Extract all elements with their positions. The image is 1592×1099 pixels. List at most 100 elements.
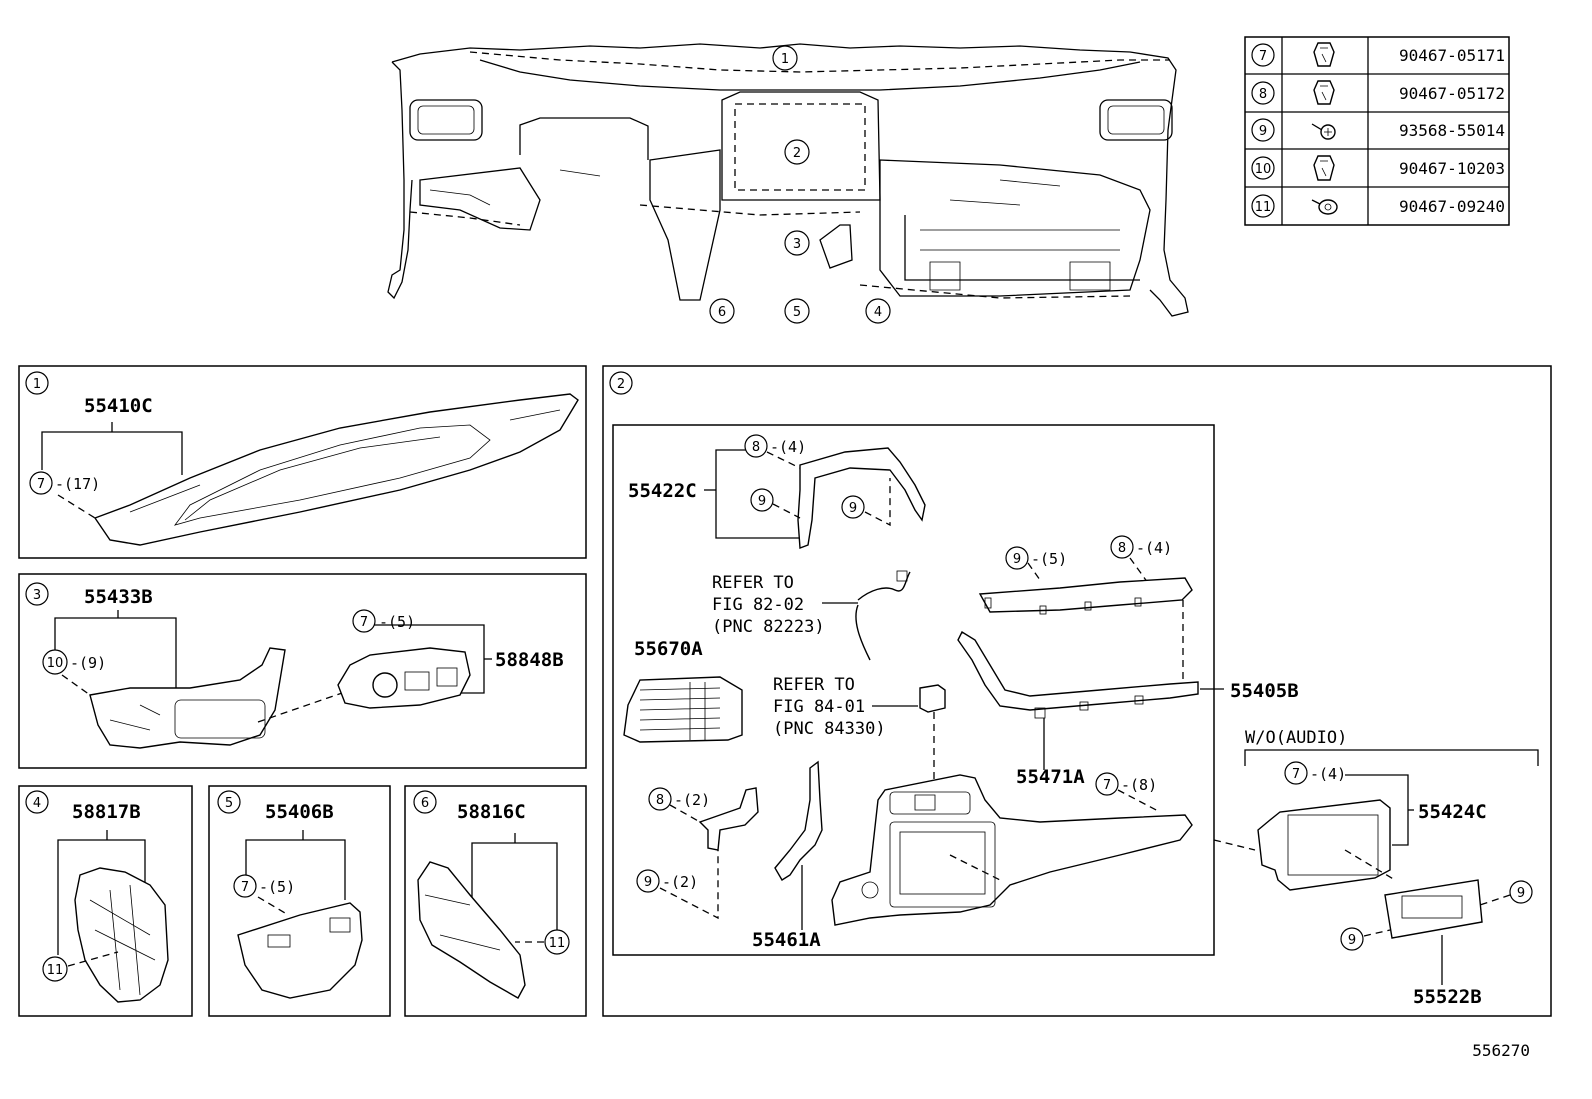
svg-text:90467-09240: 90467-09240 <box>1399 197 1505 216</box>
svg-text:9: 9 <box>849 501 857 516</box>
svg-text:5: 5 <box>225 796 233 811</box>
refer-fig-84-01: REFER TO FIG 84-01 (PNC 84330) <box>773 675 946 800</box>
overview-callout-2: 2 <box>784 139 810 165</box>
svg-text:9: 9 <box>1348 933 1356 948</box>
svg-text:2: 2 <box>617 377 625 392</box>
svg-text:-(4): -(4) <box>770 438 806 456</box>
part-label-55406B: 55406B <box>265 801 334 823</box>
svg-text:-(5): -(5) <box>259 878 295 896</box>
fastener-row-8: 8 90467-05172 <box>1251 80 1505 105</box>
svg-text:REFER TO: REFER TO <box>712 573 794 593</box>
air-vent <box>623 676 743 743</box>
panel-6: 6 58816C 11 <box>404 785 587 1017</box>
fastener-row-9: 9 93568-55014 <box>1251 118 1505 142</box>
svg-text:6: 6 <box>421 796 429 811</box>
svg-text:-(5): -(5) <box>1031 550 1067 568</box>
fastener-row-11: 11 90467-09240 <box>1251 194 1505 218</box>
svg-text:4: 4 <box>874 305 882 320</box>
group-small-bracket: 8 -(2) 9 -(2) <box>636 787 759 920</box>
svg-text:3: 3 <box>793 237 801 252</box>
svg-text:9: 9 <box>758 494 766 509</box>
panel-3: 3 55433B 10 -(9) 7 -(5) 58848B <box>18 573 587 769</box>
svg-text:5: 5 <box>793 305 801 320</box>
overview-callout-6: 6 <box>709 298 735 324</box>
svg-text:-(2): -(2) <box>662 873 698 891</box>
switch-module <box>919 684 946 713</box>
svg-text:8: 8 <box>752 440 760 455</box>
svg-text:7: 7 <box>1259 49 1267 64</box>
svg-text:2: 2 <box>793 146 801 161</box>
svg-text:90467-05171: 90467-05171 <box>1399 46 1505 65</box>
svg-text:7: 7 <box>360 615 368 630</box>
overview-callout-4: 4 <box>865 298 891 324</box>
svg-text:7: 7 <box>1292 767 1300 782</box>
svg-text:8: 8 <box>1118 541 1126 556</box>
part-label-55422C: 55422C <box>628 480 697 502</box>
svg-text:11: 11 <box>1255 200 1272 215</box>
part-label-55405B: 55405B <box>1230 680 1299 702</box>
panel-5: 5 55406B 7 -(5) <box>208 785 391 1017</box>
group-55461A: 55461A <box>752 760 823 951</box>
center-cluster-panel: 7 -(8) <box>831 772 1193 926</box>
fastener-table <box>1244 36 1510 226</box>
svg-text:-(9): -(9) <box>70 654 106 672</box>
lower-cover-right <box>417 861 526 999</box>
trim-strip <box>774 760 823 881</box>
diagram-id: 556270 <box>1472 1041 1530 1060</box>
panel-4: 4 58817B 11 <box>18 785 193 1017</box>
svg-text:W/O(AUDIO): W/O(AUDIO) <box>1245 728 1347 748</box>
lower-center-cover <box>237 902 363 999</box>
svg-text:FIG 82-02: FIG 82-02 <box>712 595 804 615</box>
svg-text:4: 4 <box>33 796 41 811</box>
switch-base <box>337 647 471 709</box>
svg-text:9: 9 <box>1259 124 1267 139</box>
fastener-row-10: 10 90467-10203 <box>1251 155 1505 181</box>
svg-text:93568-55014: 93568-55014 <box>1399 121 1505 140</box>
svg-text:7: 7 <box>37 477 45 492</box>
blank-plate <box>1384 879 1483 939</box>
svg-text:90467-05172: 90467-05172 <box>1399 84 1505 103</box>
center-bracket <box>797 447 926 549</box>
panel-2: 2 8 -(4) 55422C 9 9 REFER TO FIG 82-02 (… <box>602 365 1552 1017</box>
part-label-55471A: 55471A <box>1016 766 1085 788</box>
svg-text:10: 10 <box>1255 162 1272 177</box>
overview-callout-5: 5 <box>784 298 810 324</box>
svg-text:1: 1 <box>33 377 41 392</box>
part-label-55670A: 55670A <box>634 638 703 660</box>
lower-cover-left <box>74 867 169 1003</box>
svg-text:7: 7 <box>1103 778 1111 793</box>
lower-panel-garnish <box>89 647 286 749</box>
svg-text:7: 7 <box>241 880 249 895</box>
overview-callout-3: 3 <box>784 230 810 256</box>
lower-center-bracket <box>957 631 1199 711</box>
svg-text:8: 8 <box>656 793 664 808</box>
dash-garnish-upper <box>93 393 579 546</box>
part-label-55424C: 55424C <box>1418 801 1487 823</box>
svg-text:8: 8 <box>1259 87 1267 102</box>
wire-harness <box>855 571 911 661</box>
wo-audio-section: W/O(AUDIO) 7 -(4) 55424C 9 9 55522B <box>1213 728 1539 1008</box>
svg-text:1: 1 <box>781 52 789 67</box>
part-label-58817B: 58817B <box>72 801 141 823</box>
part-label-55433B: 55433B <box>84 586 153 608</box>
panel-1: 1 55410C 7 -(17) <box>18 365 587 559</box>
part-label-55410C: 55410C <box>84 395 153 417</box>
svg-text:REFER TO: REFER TO <box>773 675 855 695</box>
svg-text:11: 11 <box>549 936 566 951</box>
part-label-55522B: 55522B <box>1413 986 1482 1008</box>
fastener-row-7: 7 90467-05171 <box>1251 42 1505 67</box>
svg-text:-(4): -(4) <box>1310 765 1346 783</box>
svg-text:-(17): -(17) <box>55 475 100 493</box>
audio-panel <box>1257 799 1391 891</box>
svg-text:90467-10203: 90467-10203 <box>1399 159 1505 178</box>
group-55422C: 8 -(4) 55422C 9 9 <box>628 434 926 549</box>
screw-icon <box>1311 123 1336 140</box>
svg-text:9: 9 <box>1013 552 1021 567</box>
svg-text:(PNC 84330): (PNC 84330) <box>773 719 886 739</box>
push-clip-icon <box>1311 199 1338 215</box>
refer-fig-82-02: REFER TO FIG 82-02 (PNC 82223) <box>712 570 911 661</box>
svg-text:10: 10 <box>47 656 64 671</box>
svg-text:3: 3 <box>33 588 41 603</box>
svg-text:-(2): -(2) <box>674 791 710 809</box>
